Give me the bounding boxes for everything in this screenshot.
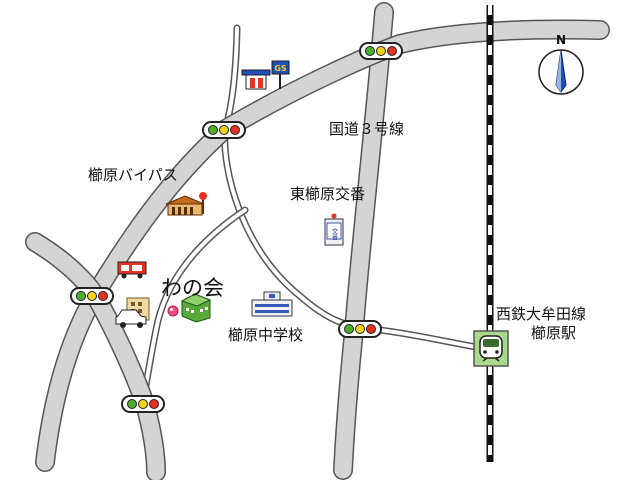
side-road-north-fill [222, 26, 490, 351]
venue-label: わの会 [161, 276, 224, 300]
koban-label: 東櫛原交番 [290, 185, 365, 203]
gas-station-icon: GS [241, 60, 290, 90]
compass-icon: N [538, 33, 584, 95]
train-station-icon [473, 330, 509, 367]
venue-building-icon [180, 293, 212, 323]
side-road-diagonal-fill [141, 208, 247, 405]
traffic-signal-icon [202, 121, 246, 139]
traffic-signal-icon [359, 42, 403, 60]
car-icon [115, 309, 147, 328]
bypass-label: 櫛原バイパス [88, 166, 178, 184]
compass-north-letter: N [556, 33, 566, 47]
koban-icon: 交番 [324, 213, 344, 246]
station-label: 櫛原駅 [531, 324, 576, 342]
route3-label: 国道３号線 [329, 120, 404, 138]
traffic-signal-icon [70, 287, 114, 305]
koban-sign: 交番 [331, 227, 338, 241]
school-label: 櫛原中学校 [228, 326, 303, 344]
fire-station-icon [117, 261, 147, 279]
venue-location-marker [167, 305, 179, 317]
gas-station-sign: GS [274, 64, 287, 73]
roads [25, 2, 610, 480]
west-road [25, 232, 166, 480]
shop-building-icon [165, 192, 207, 216]
railway-label: 西鉄大牟田線 [496, 305, 586, 323]
kokudo-3-road [333, 2, 394, 480]
traffic-signal-icon [338, 320, 382, 338]
school-building-icon [251, 291, 293, 317]
traffic-signal-icon [121, 395, 165, 413]
